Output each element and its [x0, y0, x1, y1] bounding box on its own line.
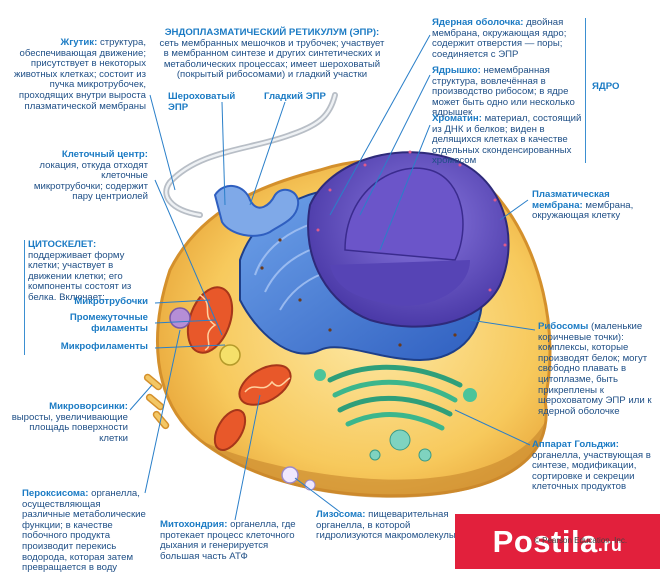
nucleus-bracket — [585, 18, 586, 163]
label-microtubules: Микротрубочки — [74, 296, 148, 307]
golgi-shape — [327, 364, 463, 431]
mitochondrion-shape — [186, 286, 292, 451]
smooth-er-shape — [213, 185, 300, 237]
leader-lines — [129, 34, 536, 521]
copyright-text: © Pearson Education, Inc. — [534, 536, 628, 545]
label-flagellum: Жгутик: структура, обеспечивающая движен… — [14, 37, 146, 112]
nucleolus-shape — [344, 167, 464, 261]
label-microvilli: Микроворсинки: выросты, увеличивающие пл… — [11, 401, 128, 444]
label-nucleus: ЯДРО — [592, 81, 620, 92]
label-microfilaments: Микрофиламенты — [60, 341, 148, 352]
lysosome-shape — [281, 466, 299, 484]
label-nucleolus: Ядрышко: немембранная структура, вовлечё… — [432, 65, 575, 119]
label-smooth-er: Гладкий ЭПР — [264, 91, 326, 102]
label-intermediate-filaments: Промежуточные филаменты — [69, 312, 148, 334]
label-er: ЭНДОПЛАЗМАТИЧЕСКИЙ РЕТИКУЛУМ (ЭПР): сеть… — [159, 27, 385, 81]
cytoskeleton-bracket — [24, 240, 25, 355]
label-centrosome: Клеточный центр: локация, откуда отходят… — [33, 149, 148, 203]
label-golgi: Аппарат Гольджи: органелла, участвующая … — [532, 439, 651, 493]
peroxisome-shape — [169, 307, 191, 329]
label-ribosomes: Рибосомы (маленькие коричневые точки): к… — [538, 321, 652, 417]
label-nuclear-envelope: Ядерная оболочка: двойная мембрана, окру… — [432, 17, 567, 60]
label-rough-er: Шероховатый ЭПР — [168, 91, 236, 113]
label-peroxisome: Пероксисома: органелла, осуществляющая р… — [22, 488, 146, 574]
nuclear-pores — [316, 150, 507, 292]
label-lysosome: Лизосома: пищеварительная органелла, в к… — [316, 509, 456, 542]
centrosome-shape — [219, 344, 241, 366]
label-chromatin: Хроматин: материал, состоящий из ДНК и б… — [432, 113, 582, 167]
watermark-logo: Postila.ru — [455, 514, 660, 569]
label-mitochondrion: Митохондрия: органелла, где протекает пр… — [160, 519, 296, 562]
label-cytoskeleton: ЦИТОСКЕЛЕТ: поддерживает форму клетки; у… — [28, 239, 132, 303]
label-plasma-membrane: Плазматическая мембрана: мембрана, окруж… — [532, 189, 634, 222]
